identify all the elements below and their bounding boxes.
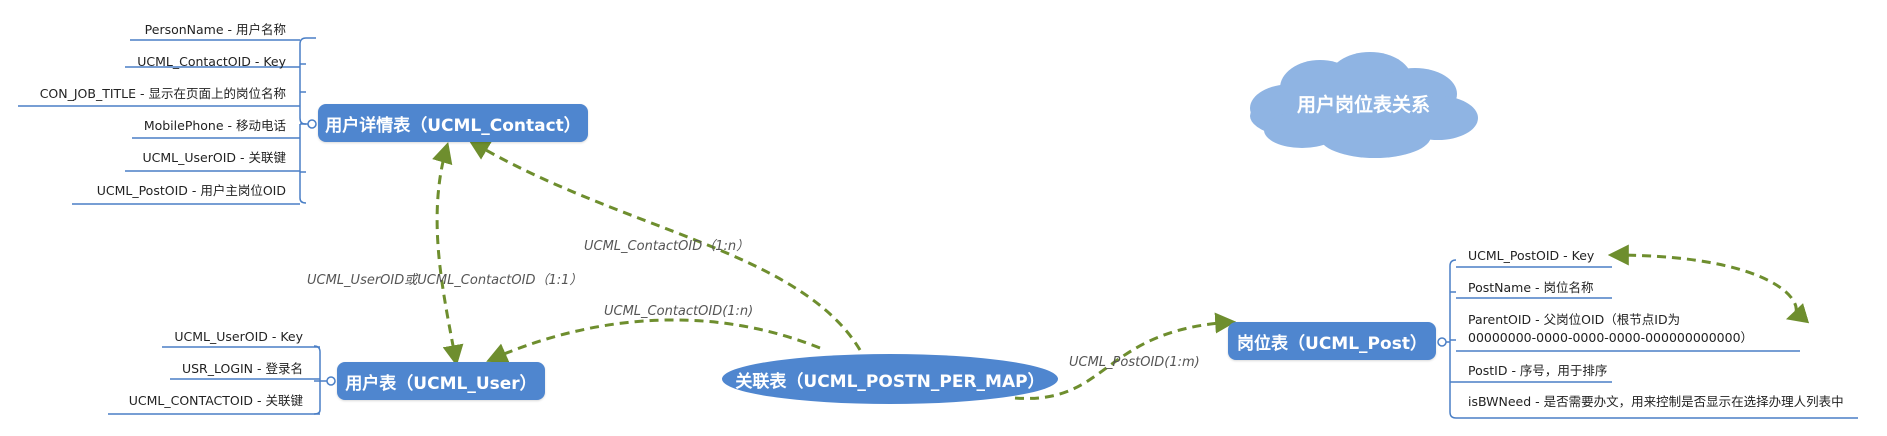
post-field: PostID - 序号，用于排序 <box>1468 363 1608 378</box>
map-table-node[interactable]: 关联表（UCML_POSTN_PER_MAP） <box>722 354 1058 404</box>
title-cloud-shape <box>1250 52 1478 158</box>
user-field: UCML_CONTACTOID - 关联键 <box>128 393 303 408</box>
contact-field: UCML_UserOID - 关联键 <box>142 150 286 165</box>
post-branch-lines <box>1437 259 1457 419</box>
post-table-node[interactable]: 岗位表（UCML_Post） <box>1228 322 1436 360</box>
post-field: 00000000-0000-0000-0000-000000000000） <box>1468 330 1754 345</box>
contact-field: CON_JOB_TITLE - 显示在页面上的岗位名称 <box>39 86 286 101</box>
edge-map-post <box>1014 312 1237 400</box>
edge-label: UCML_ContactOID（1:n） <box>584 239 750 254</box>
contact-field: UCML_PostOID - 用户主岗位OID <box>96 183 286 198</box>
edge-map-user <box>486 318 821 363</box>
user-branch-lines <box>313 345 336 415</box>
edge-post-self <box>1607 244 1810 324</box>
edge-label: UCML_ContactOID(1:n) <box>604 304 754 319</box>
edge-map-contact <box>468 139 862 351</box>
contact-field: PersonName - 用户名称 <box>144 22 286 37</box>
diagram-title: 用户岗位表关系 <box>1297 94 1431 116</box>
contact-field: MobilePhone - 移动电话 <box>143 118 286 133</box>
edge-label: UCML_PostOID(1:m) <box>1069 355 1200 370</box>
post-field: ParentOID - 父岗位OID（根节点ID为 <box>1468 312 1681 327</box>
contact-branch-lines <box>299 37 317 204</box>
contact-field: UCML_ContactOID - Key <box>137 54 286 69</box>
edge-label: UCML_UserOID或UCML_ContactOID（1:1） <box>307 273 583 288</box>
user-table-node[interactable]: 用户表（UCML_User） <box>337 362 545 400</box>
user-field: UCML_UserOID - Key <box>174 329 303 344</box>
post-field: isBWNeed - 是否需要办文，用来控制是否显示在选择办理人列表中 <box>1468 394 1844 409</box>
post-field: UCML_PostOID - Key <box>1468 248 1595 263</box>
contact-table-node[interactable]: 用户详情表（UCML_Contact） <box>318 104 588 142</box>
user-field: USR_LOGIN - 登录名 <box>181 361 303 376</box>
edge-contact-user <box>432 141 464 367</box>
leaf-underlines <box>18 39 1858 419</box>
relationship-edges <box>432 139 1810 400</box>
post-field: PostName - 岗位名称 <box>1468 280 1594 295</box>
